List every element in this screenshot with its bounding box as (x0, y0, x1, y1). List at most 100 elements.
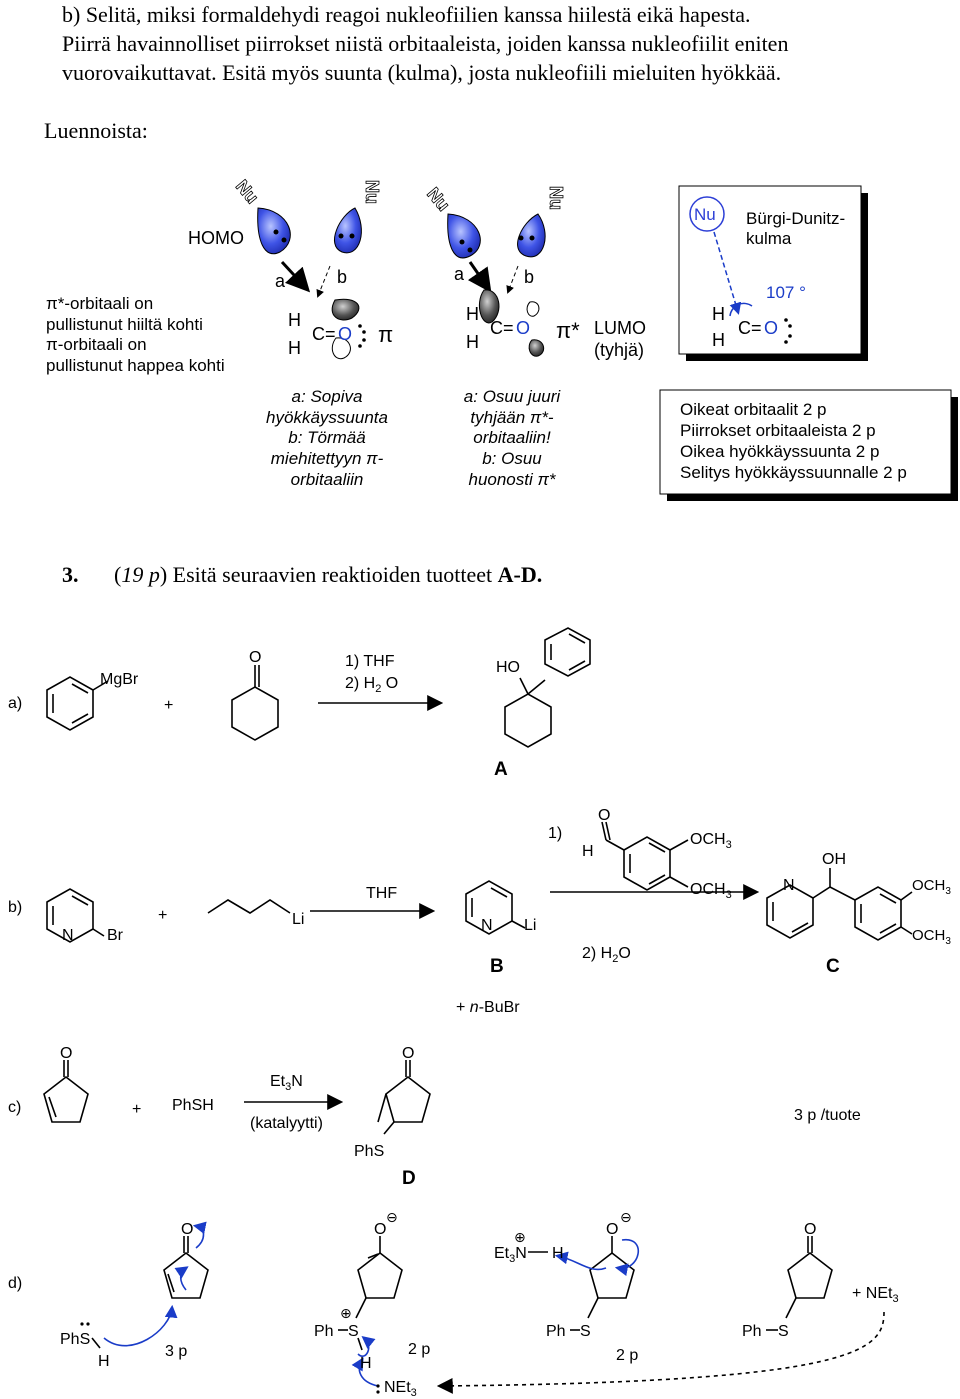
reaction-a-step1: 1) THF (345, 653, 395, 670)
reaction-b-step2: 2) H2O (582, 945, 631, 965)
svg-text:π-orbitaali on: π-orbitaali on (46, 335, 147, 354)
reaction-d-phs: PhS (60, 1331, 90, 1348)
svg-text:pullistunut hiiltä kohti: pullistunut hiiltä kohti (46, 315, 203, 334)
question-b-line-2: Piirrä havainnolliset piirrokset niistä … (62, 31, 789, 56)
reaction-c-phsh: PhSH (172, 1097, 214, 1114)
reaction-d-s2: S (580, 1323, 591, 1340)
reaction-d-plus-net3: + NEt3 (852, 1285, 899, 1305)
pi-star-symbol: π* (556, 318, 580, 343)
reaction-c-et3n: Et3N (270, 1073, 303, 1093)
svg-text:a: Osuu juuri: a: Osuu juuri (464, 387, 562, 406)
intermediate-b-label: B (490, 956, 504, 977)
svg-text:⊖: ⊖ (620, 1209, 632, 1225)
question-3-heading: 3. (19 p) Esitä seuraavien reaktioiden t… (62, 562, 543, 587)
reaction-b-thf: THF (366, 885, 397, 902)
reaction-b-och3-1: OCH3 (690, 831, 732, 851)
source-label: Luennoista: (44, 118, 148, 143)
question-b-text: b) Selitä, miksi formaldehydi reagoi nuk… (62, 0, 942, 87)
svg-text:a: Sopiva: a: Sopiva (292, 387, 363, 406)
reaction-b-step1: 1) (548, 825, 562, 842)
label-b-2: b (524, 267, 534, 287)
svg-text:orbitaaliin!: orbitaaliin! (473, 428, 551, 447)
svg-text:Selitys hyökkäyssuunnalle 2 p: Selitys hyökkäyssuunnalle 2 p (680, 463, 907, 482)
label-b-1: b (337, 267, 347, 287)
question-3-products: A-D. (497, 562, 543, 587)
svg-text:hyökkäyssuunta: hyökkäyssuunta (266, 408, 388, 427)
svg-text:Oikea hyökkäyssuunta 2 p: Oikea hyökkäyssuunta 2 p (680, 442, 879, 461)
reaction-a (46, 627, 591, 748)
burgi-dunitz-box: Nu Bürgi-Dunitz- kulma 107 ° H H C= O (678, 185, 868, 361)
reaction-b-li1: Li (292, 911, 304, 928)
reaction-b-och3-3: OCH3 (912, 877, 951, 897)
reaction-d-et3nh: Et3N (494, 1245, 527, 1265)
svg-text:H: H (712, 304, 725, 324)
reaction-d-3p: 3 p (165, 1343, 187, 1360)
reaction-b (46, 821, 913, 943)
reaction-a-step2: 2) H2 O (345, 675, 398, 695)
caption-pi: a: Sopiva hyökkäyssuunta b: Törmää miehi… (266, 387, 388, 489)
pi-star-orbital-panel: a b H H C= O π* LUMO (tyhjä) (454, 261, 646, 360)
svg-text:huonosti π*: huonosti π* (468, 470, 556, 489)
reaction-c-label: c) (8, 1099, 21, 1116)
reaction-d-net3: NEt3 (384, 1379, 417, 1399)
reaction-b-aldehyde-h: H (582, 843, 594, 860)
reaction-c-o2: O (402, 1045, 414, 1062)
reaction-c-plus: + (132, 1101, 141, 1118)
burgi-title-2: kulma (746, 229, 792, 248)
svg-text:π*-orbitaali on: π*-orbitaali on (46, 294, 153, 313)
svg-text:pullistunut happea kohti: pullistunut happea kohti (46, 356, 225, 375)
pi-symbol: π (378, 322, 393, 347)
nu-label-2: Nu (362, 180, 382, 204)
reaction-b-och3-2: OCH3 (690, 881, 732, 901)
reaction-d-o2: O (374, 1221, 386, 1238)
question-b-line-1: b) Selitä, miksi formaldehydi reagoi nuk… (62, 2, 751, 27)
reaction-d-h3: H (552, 1245, 564, 1262)
question-3-text: Esitä seuraavien reaktioiden tuotteet (172, 562, 493, 587)
question-b-line-3: vuorovaikuttavat. Esitä myös suunta (kul… (62, 60, 782, 85)
reaction-d-o4: O (804, 1221, 816, 1238)
reaction-a-mgbr: MgBr (100, 671, 139, 688)
svg-text:b: Törmää: b: Törmää (288, 428, 365, 447)
reaction-d-ph1: Ph (314, 1323, 334, 1340)
reaction-b-label: b) (8, 899, 22, 916)
reaction-c-phs: PhS (354, 1143, 384, 1160)
reaction-d (91, 1221, 885, 1394)
reaction-b-n2: N (481, 917, 493, 934)
reaction-b-och3-4: OCH3 (912, 927, 951, 947)
reaction-b-br: Br (107, 927, 124, 944)
nu-label-1: Nu (232, 176, 263, 207)
svg-text:orbitaaliin: orbitaaliin (291, 470, 364, 489)
reaction-d-o3: O (606, 1221, 618, 1238)
product-d-label: D (402, 1168, 416, 1189)
nu-label-3: Nu (423, 184, 454, 215)
question-3-number: 3. (62, 562, 79, 587)
svg-text:H: H (466, 332, 479, 352)
svg-text:H: H (288, 310, 301, 330)
pi-orbital-panel: a b H H C= O π (275, 260, 393, 360)
reaction-b-plus: + (158, 907, 167, 924)
angle-label: 107 ° (766, 283, 806, 302)
svg-text:C=: C= (312, 324, 336, 344)
reaction-b-n3: N (783, 877, 795, 894)
reaction-d-2p-2: 2 p (616, 1347, 638, 1364)
reaction-d-o1: O (181, 1221, 193, 1238)
reaction-d-s1: S (348, 1323, 359, 1340)
reaction-b-li2: Li (524, 917, 536, 934)
svg-text:O: O (516, 318, 530, 338)
question-3-points: 19 p (121, 562, 160, 587)
reaction-b-aldehyde-o: O (598, 807, 610, 824)
svg-text:H: H (466, 304, 479, 324)
reaction-b-byproduct: + n-BuBr (456, 999, 520, 1016)
svg-text:O: O (764, 318, 778, 338)
reaction-b-n1: N (62, 927, 74, 944)
svg-text:C=: C= (738, 318, 762, 338)
reaction-d-ph2: Ph (546, 1323, 566, 1340)
reaction-c (43, 1060, 431, 1135)
reaction-a-ho: HO (496, 659, 520, 676)
nu-lobe-4: Nu (517, 186, 566, 258)
svg-text:O: O (338, 324, 352, 344)
reaction-d-s3: S (778, 1323, 789, 1340)
reaction-a-plus: + (164, 697, 173, 714)
reaction-d-h2: H (360, 1355, 372, 1372)
label-a-1: a (275, 271, 286, 291)
